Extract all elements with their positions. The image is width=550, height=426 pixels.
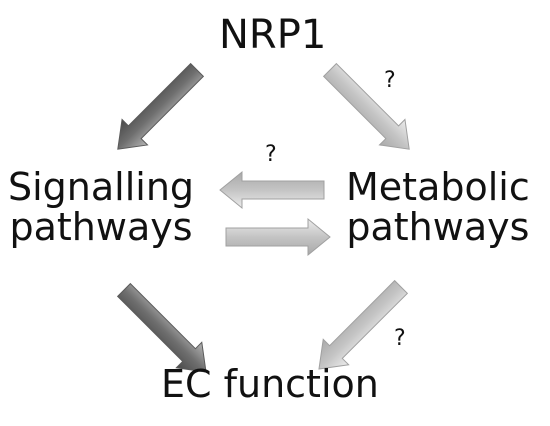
arrow-signalling-to-metabolic: [225, 217, 331, 257]
question-mark-metabolic-ec: ?: [394, 326, 406, 351]
arrow-nrp1-to-signalling: [117, 62, 205, 150]
arrow-metabolic-to-signalling: [219, 170, 325, 210]
node-signalling-line1: Signalling: [8, 165, 195, 209]
node-metabolic-line2: pathways: [346, 204, 530, 249]
node-nrp1: NRP1: [219, 12, 327, 58]
node-signalling-pathways: Signalling pathways: [8, 165, 195, 249]
question-mark-nrp1-metabolic: ?: [384, 68, 396, 93]
arrow-nrp1-to-metabolic: [322, 62, 410, 150]
node-signalling-line2: pathways: [9, 204, 193, 249]
question-mark-metabolic-signalling: ?: [265, 142, 277, 167]
node-metabolic-pathways: Metabolic pathways: [346, 165, 530, 249]
node-metabolic-line1: Metabolic: [346, 165, 530, 209]
arrow-signalling-to-ec-function: [116, 282, 207, 373]
node-ec-function: EC function: [161, 362, 379, 406]
arrow-metabolic-to-ec-function: [318, 279, 409, 370]
